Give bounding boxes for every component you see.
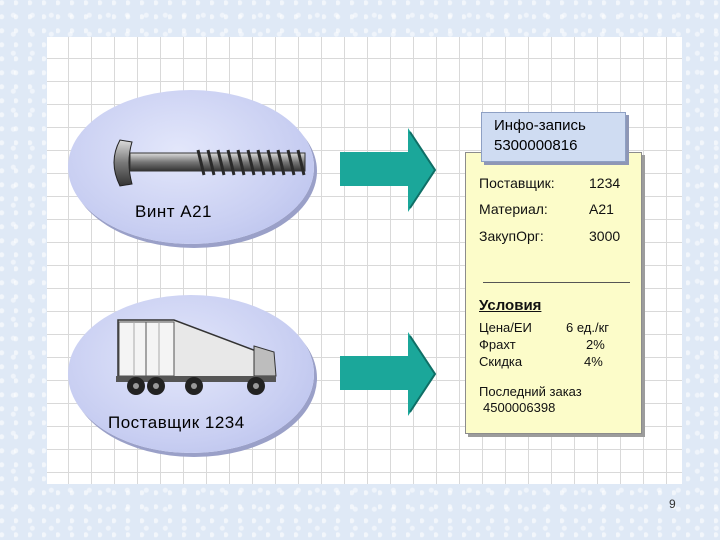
price-label: Цена/ЕИ xyxy=(479,320,532,335)
material-label: Винт А21 xyxy=(135,202,212,221)
info-record-title: Инфо-запись xyxy=(494,117,586,134)
truck-icon xyxy=(116,319,277,395)
conditions-header: Условия xyxy=(479,297,542,314)
purch-org-field-label: ЗакупОрг: xyxy=(479,228,544,244)
supplier-field-label: Поставщик: xyxy=(479,175,555,191)
divider xyxy=(483,282,630,283)
arrow-right-icon xyxy=(340,128,437,212)
price-value: 6 ед./кг xyxy=(566,320,610,335)
material-field-value: А21 xyxy=(589,201,614,217)
supplier-field-value: 1234 xyxy=(589,175,621,191)
supplier-label: Поставщик 1234 xyxy=(108,413,245,432)
last-order-label: Последний заказ xyxy=(479,384,582,399)
last-order-value: 4500006398 xyxy=(483,400,556,415)
discount-value: 4% xyxy=(584,354,603,369)
info-record-card xyxy=(465,152,642,434)
discount-label: Скидка xyxy=(479,354,523,369)
info-record-number: 5300000816 xyxy=(494,137,578,154)
bolt-icon xyxy=(113,139,306,187)
info-record-header: Инфо-запись 5300000816 xyxy=(481,112,626,162)
page-number: 9 xyxy=(669,497,676,511)
arrow-right-icon xyxy=(340,332,437,416)
purch-org-field-value: 3000 xyxy=(589,228,621,244)
freight-value: 2% xyxy=(586,337,605,352)
freight-label: Фрахт xyxy=(479,337,516,352)
material-field-label: Материал: xyxy=(479,201,548,217)
